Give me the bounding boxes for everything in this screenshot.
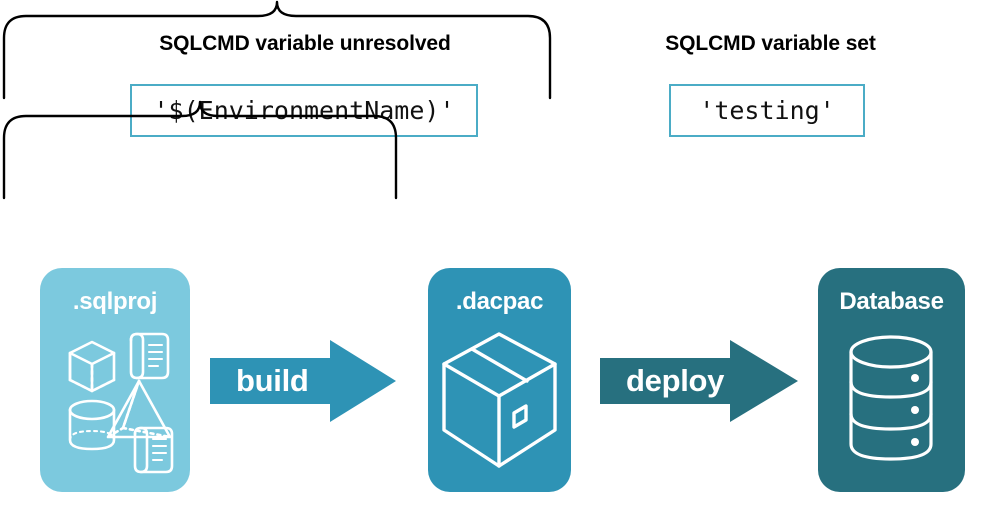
- database-icon-wrap: [818, 326, 965, 476]
- cylinder-icon: [68, 399, 116, 451]
- arrow-right-icon-deploy: [600, 340, 798, 422]
- dacpac-package-icon-wrap: [428, 320, 571, 482]
- arrow-deploy[interactable]: deploy: [600, 338, 798, 424]
- package-box-icon: [442, 332, 557, 468]
- artifact-box-sqlproj[interactable]: .sqlproj: [40, 268, 190, 492]
- brace-right-icon: [2, 100, 398, 200]
- artifact-label-sqlproj: .sqlproj: [72, 288, 158, 315]
- cube-icon: [68, 340, 116, 393]
- sqlproj-object-icons: [40, 318, 190, 478]
- brace-left-icon: [2, 0, 552, 100]
- code-value-box-left: '$(EnvironmentName)': [130, 84, 478, 137]
- scroll-icon-top: [129, 332, 170, 380]
- arrow-right-icon-build: [210, 340, 396, 422]
- artifact-label-dacpac: .dacpac: [455, 288, 544, 315]
- code-value-right-text: 'testing': [699, 96, 835, 125]
- code-value-box-right: 'testing': [669, 84, 865, 137]
- section-title-left: SQLCMD variable unresolved: [159, 32, 451, 55]
- brace-right: [0, 100, 400, 200]
- sqlproj-icon-group: [68, 332, 174, 474]
- database-cylinder-icon: [849, 335, 933, 461]
- scroll-icon-bottom: [133, 426, 174, 474]
- artifact-box-dacpac[interactable]: .dacpac: [428, 268, 571, 492]
- section-title-right: SQLCMD variable set: [665, 32, 876, 55]
- brace-left: [0, 0, 554, 100]
- arrow-build[interactable]: build: [210, 338, 396, 424]
- database-status-dots: [911, 374, 919, 446]
- artifact-label-database: Database: [839, 288, 944, 315]
- artifact-box-database[interactable]: Database: [818, 268, 965, 492]
